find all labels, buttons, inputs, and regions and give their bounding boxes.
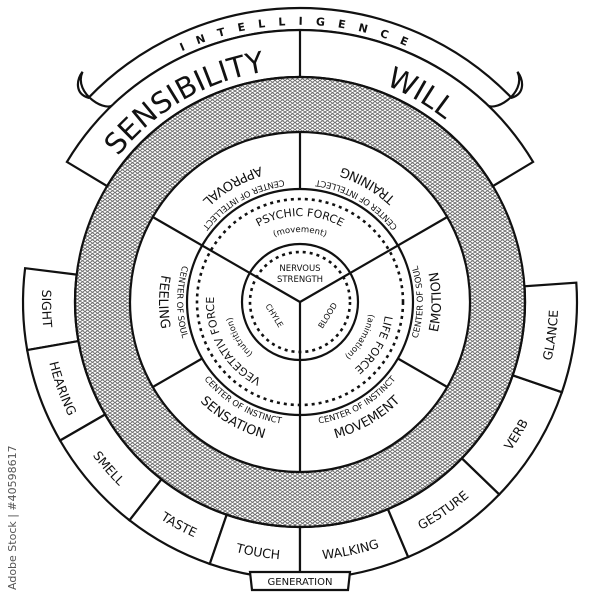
generation-tab [248, 570, 352, 592]
force-sub-label: (movement) [272, 225, 328, 240]
hatched-ring-outer [73, 75, 527, 529]
sense-label-sight: SIGHT [39, 289, 55, 328]
sense-label-sight-text: SIGHT [39, 289, 55, 328]
sector-divider [152, 357, 203, 388]
sector-divider [152, 216, 301, 303]
hatched-ring [75, 77, 525, 527]
sector-label-feeling: FEELING [155, 274, 172, 330]
core-label-strength: STRENGTH [277, 275, 323, 285]
sector-label-emotion-text: EMOTION [427, 271, 445, 334]
force-sub-label-text: (movement) [272, 225, 328, 240]
core-label-nervous: NERVOUS [279, 264, 320, 274]
generation-label: GENERATION [268, 577, 333, 588]
sector-divider [397, 357, 448, 388]
sector-divider [299, 216, 448, 303]
sector-label-feeling-text: FEELING [155, 274, 172, 330]
sector-label-emotion: EMOTION [427, 271, 445, 334]
watermark: Adobe Stock | #40598617 [6, 445, 19, 590]
